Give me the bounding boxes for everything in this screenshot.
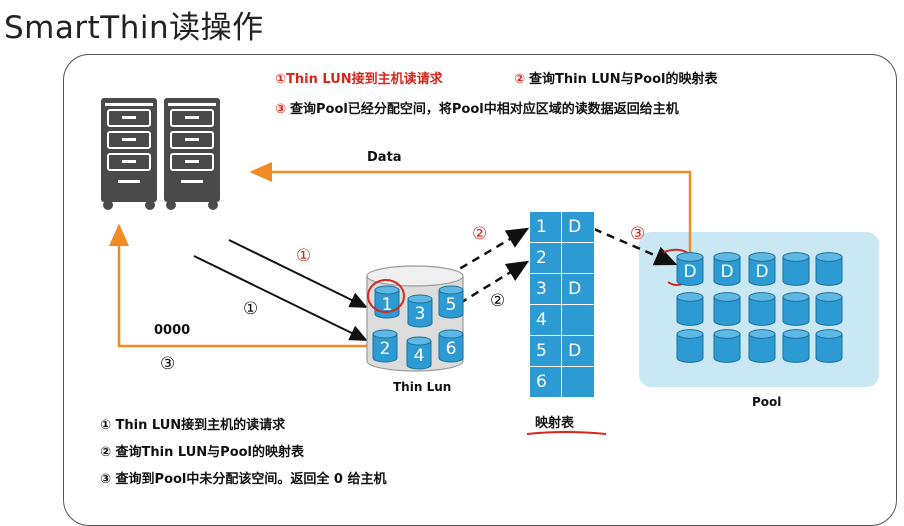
- mapping-lun-cell: 6: [528, 366, 563, 398]
- bottom-step-1-num: ①: [100, 418, 112, 433]
- pool-disk-r2-c4: [782, 292, 810, 326]
- pool-disk-r3-c3: [748, 329, 776, 363]
- pool-disk-r3-c4: [782, 329, 810, 363]
- bottom-step-3: ③ 查询到Pool中未分配该空间。返回全 0 给主机: [100, 468, 387, 487]
- mapping-pool-cell: [561, 242, 595, 274]
- highlight-circle: [367, 279, 405, 313]
- mapping-lun-cell: 4: [528, 304, 563, 336]
- mapping-lun-cell: 3: [528, 273, 563, 305]
- marker-step-3-black: ③: [160, 354, 176, 374]
- marker-step-1-black: ①: [243, 299, 259, 319]
- pool-disk-r3-c1: [676, 329, 704, 363]
- map-label: 映射表: [535, 416, 575, 431]
- read-request-arrow-2: [193, 255, 368, 341]
- mapping-pool-cell: [561, 366, 595, 398]
- bottom-step-2-text: 查询Thin LUN与Pool的映射表: [115, 445, 305, 460]
- pool-disk-r1-c2-label: D: [720, 262, 733, 282]
- top-step-3-text: 查询Pool已经分配空间，将Pool中相对应区域的读数据返回给主机: [290, 102, 679, 117]
- top-step-3-num: ③: [275, 102, 287, 117]
- marker-step-2-black: ②: [490, 291, 506, 311]
- mapping-lun-cell: 5: [528, 335, 563, 367]
- bottom-step-3-text: 查询到Pool中未分配该空间。返回全 0 给主机: [115, 472, 387, 487]
- bottom-step-2-num: ②: [100, 445, 112, 460]
- lun-block-2-label: 2: [380, 339, 391, 359]
- map-underline: [526, 431, 607, 435]
- mapping-row: 4: [528, 304, 595, 336]
- host-server-icon: [101, 98, 220, 210]
- pool-disk-r1-c1: D: [676, 252, 704, 286]
- mapping-pool-cell: D: [561, 211, 595, 243]
- lun-block-5: 5: [438, 285, 464, 319]
- pool-disk-r1-c3-label: D: [755, 262, 768, 282]
- lun-block-3-label: 3: [415, 304, 426, 324]
- pool-disk-r2-c2: [713, 292, 741, 326]
- bottom-step-1-text: Thin LUN接到主机的读请求: [115, 418, 286, 433]
- mapping-row: 2: [528, 242, 595, 274]
- bottom-step-3-num: ③: [100, 472, 112, 487]
- pool-disk-r1-c4: [782, 252, 810, 286]
- lun-block-2: 2: [372, 329, 398, 363]
- pool-disk-r2-c1: [676, 292, 704, 326]
- pool-disk-r2-c3: [748, 292, 776, 326]
- pool-disk-r1-c5: [815, 252, 843, 286]
- read-request-arrow-1: [228, 239, 368, 308]
- mapping-pool-cell: D: [561, 335, 595, 367]
- mapping-lun-cell: 1: [528, 211, 563, 243]
- lun-block-4-label: 4: [414, 346, 425, 366]
- lun-block-4: 4: [406, 336, 432, 370]
- mapping-pool-cell: D: [561, 273, 595, 305]
- top-step-1: ①Thin LUN接到主机读请求: [275, 68, 443, 87]
- bottom-step-2: ② 查询Thin LUN与Pool的映射表: [100, 441, 304, 460]
- top-step-2-text: 查询Thin LUN与Pool的映射表: [529, 72, 718, 87]
- top-step-1-num: ①: [275, 72, 287, 87]
- marker-step-2-red: ②: [472, 224, 488, 244]
- pool-disk-r1-c1-label: D: [683, 262, 696, 282]
- top-step-2-num: ②: [514, 72, 526, 87]
- lun-block-1: 1: [374, 285, 400, 319]
- zeros-label: 0000: [154, 323, 191, 338]
- zero-return-arrow: [109, 223, 370, 348]
- lookup-arrow-1: [399, 227, 530, 306]
- pool-disk-r3-c2: [713, 329, 741, 363]
- lun-block-6: 6: [438, 329, 464, 363]
- lun-block-3: 3: [407, 294, 433, 328]
- data-label: Data: [367, 150, 402, 165]
- pool-disk-r1-c2: D: [713, 252, 741, 286]
- lun-block-1-label: 1: [382, 295, 393, 315]
- data-return-arrow: [249, 162, 692, 256]
- mapping-lun-cell: 2: [528, 242, 563, 274]
- mapping-pool-cell: [561, 304, 595, 336]
- mapping-row: 6: [528, 366, 595, 398]
- lun-block-6-label: 6: [446, 339, 457, 359]
- pool-disk-r3-c5: [815, 329, 843, 363]
- pool-label: Pool: [752, 395, 782, 409]
- top-step-1-text: Thin LUN接到主机读请求: [286, 72, 443, 87]
- pool-disk-r1-c3: D: [748, 252, 776, 286]
- bottom-step-1: ① Thin LUN接到主机的读请求: [100, 414, 285, 433]
- marker-step-1-red: ①: [296, 246, 312, 266]
- marker-step-3-red: ③: [630, 224, 646, 244]
- page-title: SmartThin读操作: [4, 10, 264, 46]
- thin-lun-label: Thin Lun: [393, 380, 452, 394]
- pool-read-arrow: [593, 227, 678, 266]
- pool-disk-r2-c5: [815, 292, 843, 326]
- lun-block-5-label: 5: [446, 295, 457, 315]
